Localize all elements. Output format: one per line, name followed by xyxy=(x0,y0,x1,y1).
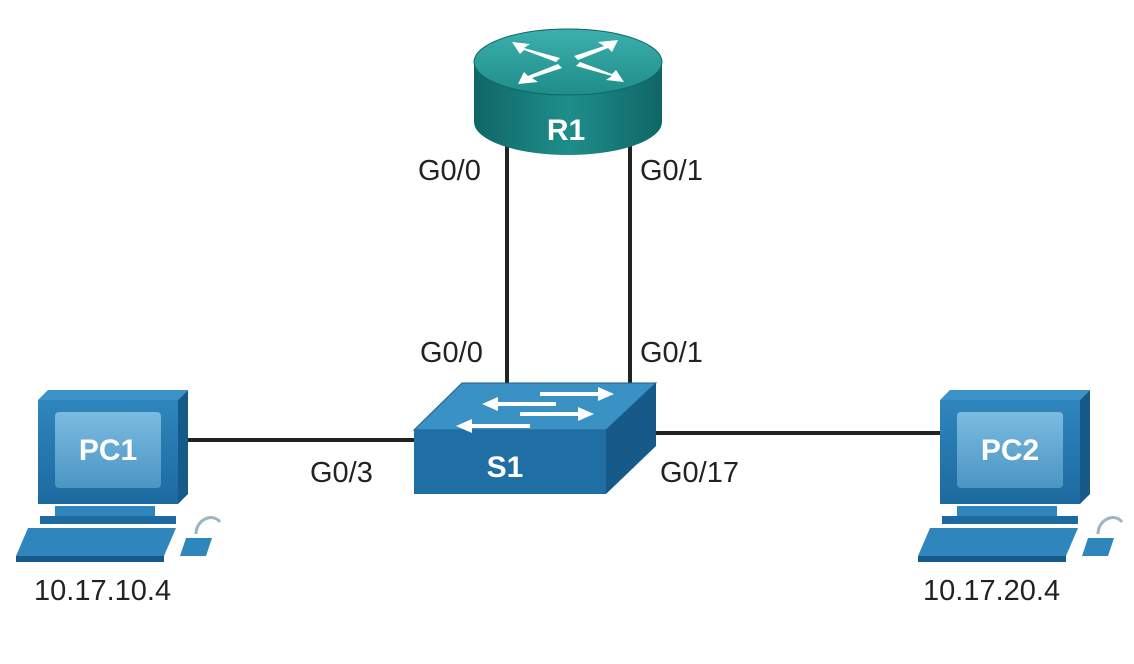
pc2-ip-address: 10.17.20.4 xyxy=(923,575,1060,607)
switch-s1[interactable]: S1 xyxy=(412,382,658,494)
switch-label: S1 xyxy=(487,451,524,484)
s1-interface-g03-label: G0/3 xyxy=(310,457,373,489)
r1-interface-g00-label: G0/0 xyxy=(418,155,481,187)
router-arrows-icon xyxy=(512,40,624,84)
r1-interface-g01-label: G0/1 xyxy=(640,155,703,187)
pc1-label: PC1 xyxy=(79,434,137,467)
switch-arrows-icon xyxy=(456,387,614,433)
s1-interface-g00-label: G0/0 xyxy=(420,337,483,369)
s1-interface-g01-label: G0/1 xyxy=(640,337,703,369)
pc2-label: PC2 xyxy=(981,434,1039,467)
pc1-ip-address: 10.17.10.4 xyxy=(34,575,171,607)
s1-interface-g017-label: G0/17 xyxy=(660,457,739,489)
pc2-computer[interactable]: PC2 xyxy=(918,390,1124,562)
pc2-screen xyxy=(957,412,1063,488)
router-r1[interactable]: R1 xyxy=(473,28,663,155)
pc1-computer[interactable]: PC1 xyxy=(16,390,222,562)
pc1-screen xyxy=(55,412,161,488)
router-label: R1 xyxy=(547,114,585,147)
